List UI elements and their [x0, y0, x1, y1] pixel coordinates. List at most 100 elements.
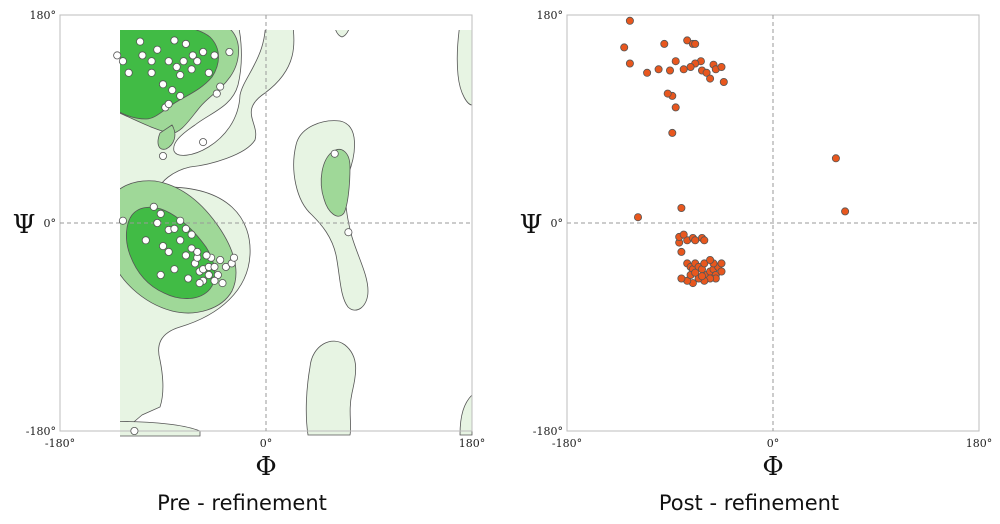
- data-point: [717, 259, 726, 268]
- data-point: [210, 262, 219, 271]
- data-point: [158, 242, 167, 251]
- data-point: [138, 51, 147, 60]
- x-tick-label: 180°: [966, 437, 993, 450]
- data-point: [147, 68, 156, 77]
- data-point: [625, 16, 634, 25]
- contour-map: [120, 30, 473, 437]
- data-point: [654, 65, 663, 74]
- x-tick-label: 0°: [260, 437, 273, 450]
- chart-pre-refinement: 180° 0° -180° -180° 0° 180° Ψ Φ Pre - re…: [13, 9, 486, 515]
- data-point: [229, 253, 238, 262]
- data-point: [147, 57, 156, 66]
- y-tick-label: 0°: [44, 217, 57, 230]
- data-point: [660, 39, 669, 48]
- data-point: [634, 213, 643, 222]
- data-point: [118, 216, 127, 225]
- data-point: [702, 68, 711, 77]
- data-point: [176, 71, 185, 80]
- data-point: [179, 57, 188, 66]
- data-point: [124, 68, 133, 77]
- data-point: [113, 51, 122, 60]
- data-point: [698, 272, 707, 281]
- data-point: [153, 45, 162, 54]
- chart-caption: Post - refinement: [659, 491, 839, 515]
- data-point: [164, 247, 173, 256]
- data-point: [700, 236, 709, 245]
- data-point: [176, 236, 185, 245]
- x-tick-label: -180°: [45, 437, 75, 450]
- allowed-region-top-mid: [335, 30, 349, 38]
- favored-region-beta-tail: [157, 124, 176, 150]
- data-point: [706, 255, 715, 264]
- data-point: [195, 279, 204, 288]
- data-point: [210, 51, 219, 60]
- data-point: [225, 48, 234, 57]
- data-point: [141, 236, 150, 245]
- data-points: [113, 36, 353, 435]
- data-point: [643, 68, 652, 77]
- y-axis-label: Ψ: [13, 210, 36, 240]
- allowed-region-bottom-right: [305, 340, 357, 436]
- data-point: [172, 63, 181, 72]
- data-point: [700, 259, 709, 268]
- data-point: [719, 78, 728, 87]
- data-point: [216, 82, 225, 91]
- data-point: [679, 230, 688, 239]
- data-point: [330, 149, 339, 158]
- data-point: [184, 274, 193, 283]
- data-point: [149, 202, 158, 211]
- allowed-region-edge-right: [456, 30, 473, 106]
- data-point: [686, 63, 695, 72]
- data-point: [221, 262, 230, 271]
- data-point: [717, 63, 726, 72]
- data-point: [679, 65, 688, 74]
- data-point: [212, 89, 221, 98]
- x-axis-label: Φ: [255, 452, 276, 482]
- data-point: [158, 80, 167, 89]
- data-point: [344, 228, 353, 237]
- data-point: [717, 267, 726, 276]
- x-axis-label: Φ: [762, 452, 783, 482]
- data-point: [181, 251, 190, 260]
- data-point: [671, 57, 680, 66]
- data-point: [706, 74, 715, 83]
- data-point: [663, 89, 672, 98]
- data-point: [170, 224, 179, 233]
- data-point: [168, 86, 177, 95]
- chart-post-refinement: 180° 0° -180° -180° 0° 180° Ψ Φ Post - r…: [520, 9, 993, 515]
- data-point: [156, 270, 165, 279]
- data-point: [181, 39, 190, 48]
- data-point: [181, 224, 190, 233]
- data-point: [153, 218, 162, 227]
- data-point: [683, 36, 692, 45]
- data-point: [210, 276, 219, 285]
- data-point: [170, 36, 179, 45]
- data-point: [204, 270, 213, 279]
- data-point: [677, 247, 686, 256]
- data-point: [156, 209, 165, 218]
- data-point: [668, 128, 677, 137]
- y-tick-label: 0°: [551, 217, 564, 230]
- data-point: [118, 57, 127, 66]
- data-point: [666, 66, 675, 75]
- data-point: [625, 59, 634, 68]
- allowed-region-edge-right-low: [459, 394, 473, 436]
- data-point: [188, 51, 197, 60]
- y-tick-label: -180°: [533, 425, 563, 438]
- data-point: [176, 91, 185, 100]
- allowed-region-bottom-strip: [120, 421, 201, 437]
- x-tick-label: 180°: [459, 437, 486, 450]
- data-point: [841, 207, 850, 216]
- data-point: [204, 68, 213, 77]
- data-point: [199, 48, 208, 57]
- data-point: [691, 236, 700, 245]
- data-point: [187, 65, 196, 74]
- x-tick-label: 0°: [767, 437, 780, 450]
- data-point: [130, 426, 139, 435]
- data-point: [176, 216, 185, 225]
- data-point: [691, 39, 700, 48]
- data-point: [677, 274, 686, 283]
- data-point: [170, 265, 179, 274]
- data-point: [218, 279, 227, 288]
- favored-region-left-alpha: [320, 149, 351, 217]
